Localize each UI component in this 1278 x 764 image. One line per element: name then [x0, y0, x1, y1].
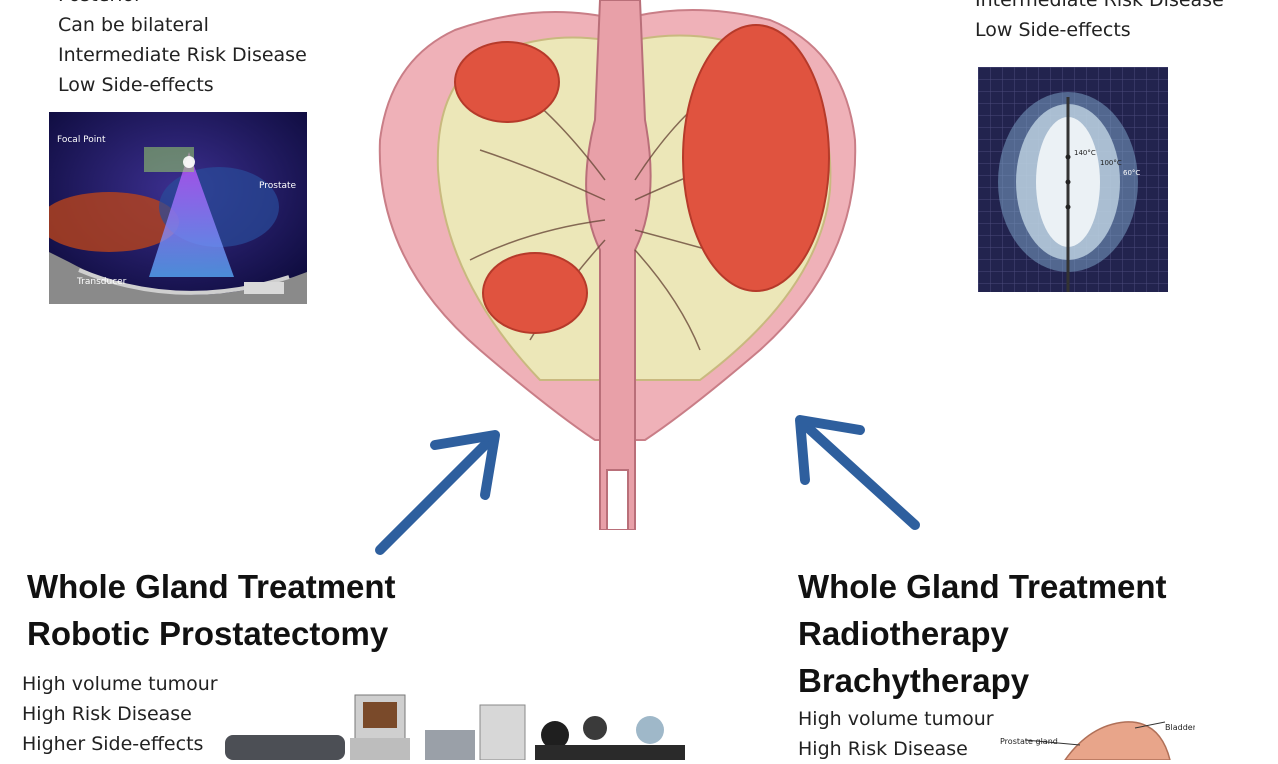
bottom-left-line: Higher Side-effects: [22, 733, 204, 755]
anatomy-image: Prostate gland Bladder: [995, 720, 1195, 760]
hifu-label-prostate: Prostate: [259, 181, 297, 191]
hifu-label-transducer: Transducer: [76, 277, 127, 287]
heading-line: Whole Gland Treatment: [798, 568, 1167, 605]
top-right-text: Intermediate Risk Disease Low Side-effec…: [975, 0, 1224, 45]
brachy-label: 100°C: [1100, 159, 1122, 167]
bottom-left-line: High volume tumour: [22, 673, 218, 695]
bottom-left-heading: Whole Gland Treatment Robotic Prostatect…: [27, 563, 396, 657]
bottom-right-line: High Risk Disease: [798, 738, 968, 760]
top-left-text: Posterior Can be bilateral Intermediate …: [58, 0, 307, 100]
heading-line: Brachytherapy: [798, 662, 1030, 699]
arrow-left-icon: [370, 425, 510, 560]
bottom-right-line: High volume tumour: [798, 708, 994, 730]
hifu-label-focal-point: Focal Point: [57, 135, 106, 145]
bottom-right-heading: Whole Gland Treatment Radiotherapy Brach…: [798, 563, 1167, 704]
heading-line: Whole Gland Treatment: [27, 568, 396, 605]
brachy-image: 140°C 100°C 60°C: [978, 67, 1168, 292]
top-right-line: Intermediate Risk Disease: [975, 0, 1224, 11]
bottom-right-text: High volume tumour High Risk Disease: [798, 704, 994, 764]
hifu-image: Focal Point Prostate Transducer: [49, 112, 307, 304]
anatomy-label-prostate: Prostate gland: [1000, 737, 1058, 746]
bottom-left-line: High Risk Disease: [22, 703, 192, 725]
top-left-line: Low Side-effects: [58, 74, 214, 96]
top-right-line: Low Side-effects: [975, 19, 1131, 41]
bottom-left-text: High volume tumour High Risk Disease Hig…: [22, 669, 218, 759]
top-left-line: Intermediate Risk Disease: [58, 44, 307, 66]
top-left-line: Posterior: [58, 0, 307, 10]
robotic-surgery-image: [225, 690, 685, 760]
top-left-line: Can be bilateral: [58, 14, 209, 36]
brachy-label: 60°C: [1123, 169, 1140, 177]
arrow-right-icon: [790, 410, 930, 540]
heading-line: Robotic Prostatectomy: [27, 615, 389, 652]
anatomy-label-bladder: Bladder: [1165, 723, 1195, 732]
brachy-label: 140°C: [1074, 149, 1096, 157]
prostate-illustration: [360, 0, 880, 530]
heading-line: Radiotherapy: [798, 615, 1009, 652]
